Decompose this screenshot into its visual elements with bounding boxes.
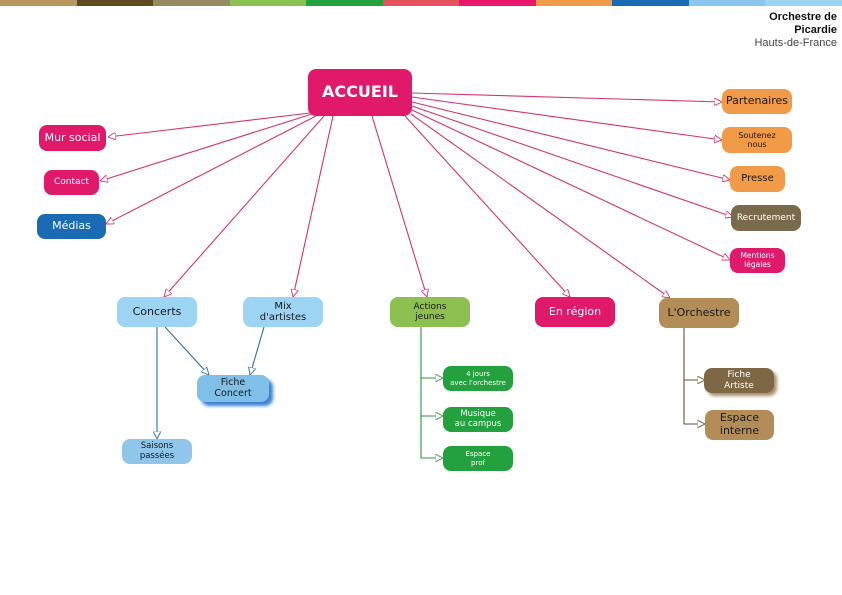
node-accueil-label: ACCUEIL bbox=[322, 82, 398, 102]
brand-block: Orchestre de Picardie Hauts-de-France bbox=[754, 11, 837, 50]
node-mur-social[interactable]: Mur social bbox=[39, 125, 106, 151]
node-mix-artistes-line2: d'artistes bbox=[259, 312, 307, 323]
color-stripe bbox=[229, 0, 307, 6]
edge-accueil-orchestre bbox=[410, 113, 670, 298]
node-actions-jeunes-line1: Actions bbox=[413, 301, 447, 312]
node-4-jours-line2: avec l'orchestre bbox=[450, 378, 506, 387]
color-stripe bbox=[765, 0, 842, 6]
color-stripe bbox=[0, 0, 77, 6]
edge-accueil-recrutement bbox=[411, 105, 733, 217]
color-stripe bbox=[76, 0, 154, 6]
node-en-region-label: En région bbox=[548, 304, 602, 318]
brand-name-line2: Picardie bbox=[794, 24, 837, 36]
edge-orchestre-espace-interne bbox=[683, 380, 705, 424]
edge-accueil-contact bbox=[100, 113, 313, 181]
node-recrutement[interactable]: Recrutement bbox=[731, 205, 801, 231]
node-presse-label: Presse bbox=[741, 173, 774, 185]
color-stripe bbox=[612, 0, 689, 6]
node-fiche-concert-line1: Fiche bbox=[220, 376, 246, 388]
node-fiche-artiste[interactable]: Fiche Artiste bbox=[704, 368, 774, 393]
edge-actions-espace-prof bbox=[420, 416, 443, 458]
node-musique-campus-line2: au campus bbox=[454, 418, 502, 429]
node-mur-social-label: Mur social bbox=[44, 130, 101, 144]
edge-accueil-mentions bbox=[411, 109, 730, 260]
node-mentions-legales-line1: Mentions bbox=[740, 250, 775, 260]
color-stripe bbox=[688, 0, 766, 6]
color-stripe bbox=[459, 0, 536, 6]
node-espace-interne-line2: interne bbox=[719, 424, 760, 437]
edge-accueil-actions bbox=[371, 115, 427, 297]
node-partenaires-label: Partenaires bbox=[725, 94, 789, 108]
brand-region: Hauts-de-France bbox=[754, 37, 837, 49]
node-actions-jeunes[interactable]: Actions jeunes bbox=[390, 297, 470, 327]
node-espace-prof-line2: prof bbox=[471, 458, 485, 467]
edge-accueil-soutenez bbox=[411, 96, 722, 140]
node-musique-campus-line1: Musique bbox=[460, 408, 496, 419]
node-en-region[interactable]: En région bbox=[535, 297, 615, 327]
color-stripe bbox=[535, 0, 613, 6]
node-fiche-concert[interactable]: Fiche Concert bbox=[197, 375, 269, 402]
edge-accueil-medias bbox=[106, 115, 317, 225]
edge-accueil-presse bbox=[411, 101, 730, 180]
node-recrutement-label: Recrutement bbox=[736, 212, 796, 223]
color-stripe bbox=[382, 0, 460, 6]
node-contact[interactable]: Contact bbox=[44, 170, 99, 195]
node-soutenez-nous[interactable]: Soutenez nous bbox=[722, 127, 792, 153]
color-stripe bbox=[306, 0, 383, 6]
node-espace-prof-line1: Espace bbox=[465, 450, 491, 459]
node-4-jours-line1: 4 jours bbox=[466, 370, 490, 379]
node-presse[interactable]: Presse bbox=[730, 166, 785, 192]
node-espace-interne-line1: Espace bbox=[719, 411, 760, 425]
node-accueil[interactable]: ACCUEIL bbox=[308, 69, 412, 116]
node-saisons-passees-line1: Saisons bbox=[140, 440, 174, 451]
edge-mix-fiche-concert bbox=[250, 326, 265, 375]
node-medias-label: Médias bbox=[52, 219, 91, 233]
node-espace-prof[interactable]: Espace prof bbox=[443, 446, 513, 471]
node-mix-artistes[interactable]: Mix d'artistes bbox=[243, 297, 323, 327]
color-stripe bbox=[153, 0, 230, 6]
edge-accueil-mix bbox=[293, 115, 334, 297]
node-4-jours[interactable]: 4 jours avec l'orchestre bbox=[443, 366, 513, 391]
node-partenaires[interactable]: Partenaires bbox=[722, 89, 792, 114]
node-concerts-label: Concerts bbox=[132, 304, 182, 318]
color-stripe-bar bbox=[0, 0, 842, 6]
node-musique-campus[interactable]: Musique au campus bbox=[443, 407, 513, 432]
node-saisons-passees-line2: passées bbox=[139, 450, 175, 461]
node-fiche-concert-line2: Concert bbox=[214, 387, 252, 399]
node-mix-artistes-line1: Mix bbox=[274, 300, 292, 312]
node-actions-jeunes-line2: jeunes bbox=[415, 312, 445, 322]
node-mentions-legales-line2: légales bbox=[744, 259, 771, 269]
node-fiche-artiste-line2: Artiste bbox=[724, 380, 754, 391]
node-mentions-legales[interactable]: Mentions légales bbox=[730, 248, 785, 273]
node-soutenez-nous-line2: nous bbox=[747, 140, 767, 149]
edge-accueil-partenaires bbox=[411, 92, 722, 102]
node-soutenez-nous-line1: Soutenez bbox=[738, 130, 776, 140]
edge-accueil-en-region bbox=[404, 115, 570, 297]
edge-actions-4-jours bbox=[420, 327, 443, 378]
edge-accueil-mur-social bbox=[108, 112, 311, 137]
node-concerts[interactable]: Concerts bbox=[117, 297, 197, 327]
edge-accueil-concerts bbox=[164, 115, 325, 297]
node-orchestre[interactable]: L'Orchestre bbox=[659, 298, 739, 328]
edge-actions-musique bbox=[420, 378, 443, 416]
node-orchestre-label: L'Orchestre bbox=[667, 305, 731, 319]
edge-orchestre-fiche-artiste bbox=[683, 328, 705, 380]
brand-name-line1: Orchestre de bbox=[769, 11, 837, 23]
node-fiche-artiste-line1: Fiche bbox=[727, 370, 751, 381]
node-espace-interne[interactable]: Espace interne bbox=[705, 410, 774, 440]
node-saisons-passees[interactable]: Saisons passées bbox=[122, 439, 192, 464]
node-medias[interactable]: Médias bbox=[37, 214, 106, 239]
edge-concerts-fiche-concert bbox=[164, 326, 209, 375]
node-contact-label: Contact bbox=[53, 177, 89, 188]
